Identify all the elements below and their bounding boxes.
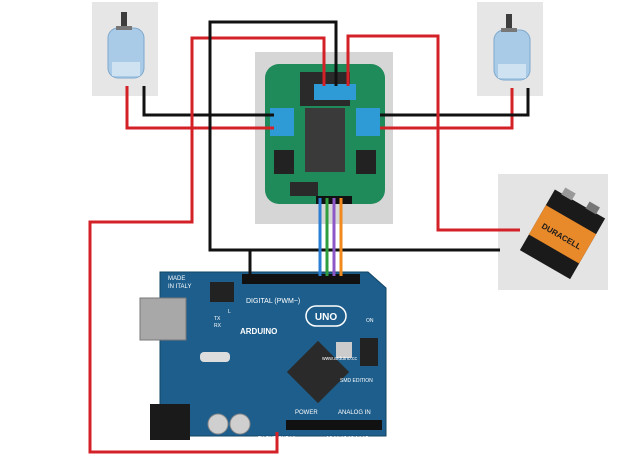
left-motor-shaft [121, 12, 127, 30]
wire-ground-black [208, 20, 500, 252]
wire-left-motor-red [125, 86, 274, 130]
icsp-header-top [210, 282, 234, 302]
right-motor [477, 2, 543, 96]
atmega-chip [286, 340, 350, 404]
wire-arduino-power-red [88, 36, 326, 454]
battery-terminal-negative [585, 201, 600, 215]
power-header-label: POWER [295, 410, 318, 416]
model-label: UNO [315, 312, 337, 323]
digital-header-label: DIGITAL (PWM~) [246, 298, 300, 305]
uno-logo-ring [305, 305, 347, 327]
analog-pins-label: A0 A1 A2 A3 A4 A5 [326, 436, 368, 442]
digital-header [242, 274, 360, 284]
motor-driver-board [255, 52, 393, 224]
crystal [200, 352, 230, 362]
wire-right-motor-red [380, 88, 514, 130]
in-italy-label: IN ITALY [168, 284, 191, 290]
reset-button [336, 342, 352, 358]
brand-label: ARDUINO [240, 327, 277, 336]
wire-battery-red [346, 34, 520, 232]
analog-power-header [286, 420, 382, 430]
driver-chip [305, 108, 345, 172]
analog-header-label: ANALOG IN [338, 410, 371, 416]
left-motor-endcap [112, 62, 140, 76]
arduino-board: MADE IN ITALY DIGITAL (PWM~) ARDUINO UNO… [139, 271, 387, 442]
capacitor-1 [207, 413, 229, 435]
l-led-label: L [228, 309, 231, 315]
on-led-label: ON [366, 318, 374, 324]
right-motor-shaft [506, 14, 512, 32]
battery-body: DURACELL [519, 187, 606, 280]
wires [88, 20, 530, 454]
driver-right-terminal [356, 108, 380, 136]
website-label: www.arduino.cc [322, 356, 358, 362]
power-jack [150, 404, 190, 440]
driver-capacitor-right [356, 150, 376, 174]
battery: DURACELL [498, 174, 608, 290]
driver-capacitor-left [274, 150, 294, 174]
edition-label: SMD EDITION [340, 378, 373, 384]
icsp-header-right [360, 338, 378, 366]
right-motor-endcap [498, 64, 526, 78]
driver-top-terminal [314, 84, 356, 100]
driver-regulator [290, 182, 318, 196]
made-label: MADE [168, 276, 185, 282]
capacitor-2 [229, 413, 251, 435]
wire-left-motor-black [142, 86, 274, 117]
left-motor-collar [116, 26, 132, 30]
right-motor-collar [501, 28, 517, 32]
usb-port [139, 297, 187, 341]
battery-label-band [528, 205, 597, 264]
tx-label: TX [214, 316, 221, 322]
wire-right-motor-black [380, 88, 530, 117]
battery-terminal-positive [561, 187, 576, 201]
driver-left-terminal [270, 108, 294, 136]
rx-label: RX [214, 323, 222, 329]
left-motor [92, 2, 158, 96]
